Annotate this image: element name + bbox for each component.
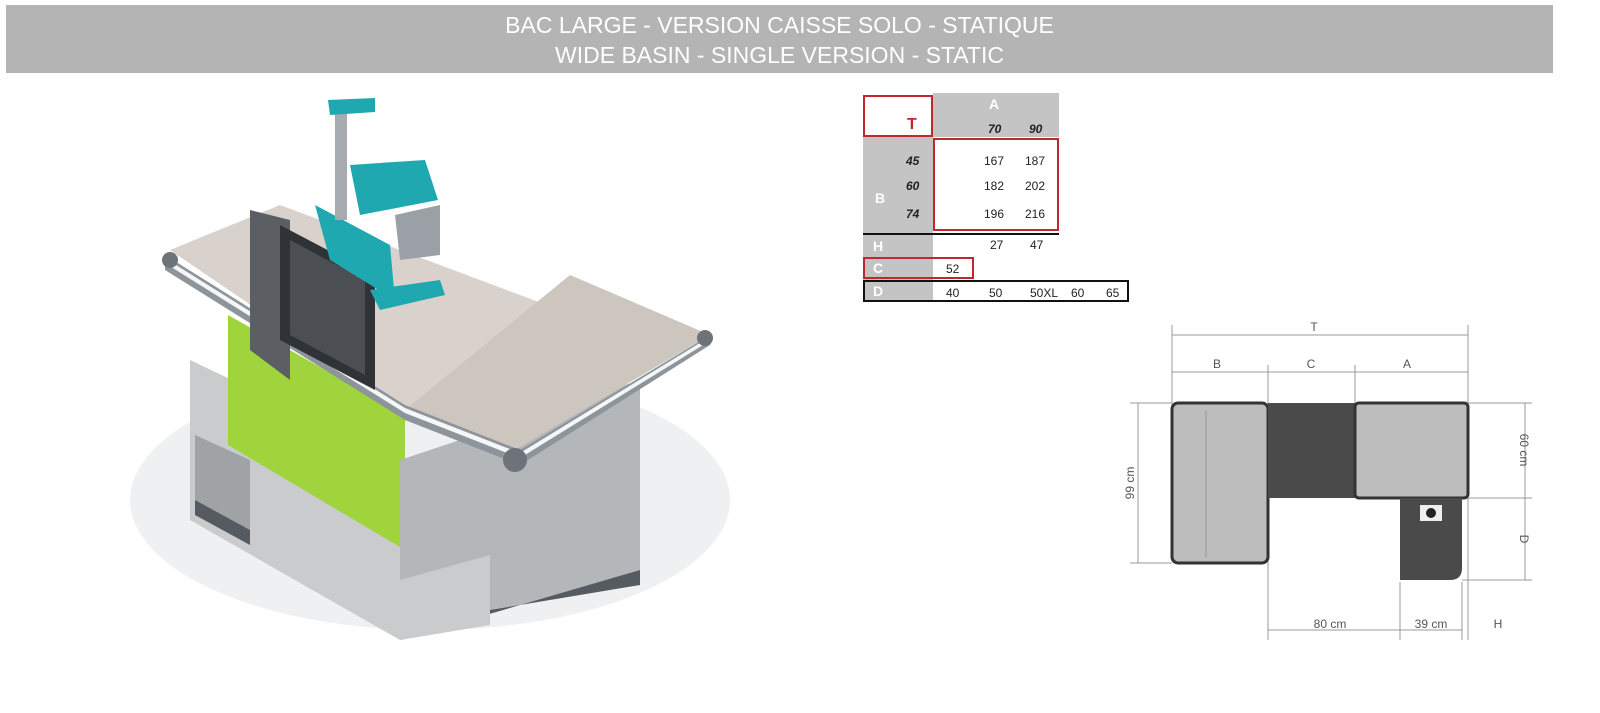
dim-bottom-left: 80 cm: [1314, 617, 1347, 631]
dim-c: C: [1307, 357, 1316, 371]
h-value: 27: [990, 238, 1004, 252]
checkout-counter-render: [130, 98, 730, 640]
title-en: WIDE BASIN - SINGLE VERSION - STATIC: [555, 42, 1004, 68]
a-value: 90: [1029, 122, 1043, 136]
h-label: H: [873, 238, 884, 254]
plan-diagram: T B C A 99 cm 60 cm D 80 cm 39 cm H: [1123, 320, 1532, 640]
d-row-box: [863, 280, 1129, 302]
t-corner-cell: [863, 95, 933, 137]
a-value: 70: [988, 122, 1002, 136]
d-label: D: [873, 283, 884, 299]
h-value: 47: [1030, 238, 1044, 252]
d-value: 50: [989, 286, 1003, 300]
t-label: T: [907, 116, 917, 133]
b-value: 60: [906, 179, 920, 193]
c-value: 52: [946, 262, 960, 276]
b-label: B: [875, 190, 886, 206]
page-header: BAC LARGE - VERSION CAISSE SOLO - STATIQ…: [6, 5, 1553, 73]
green-panel: [228, 315, 405, 550]
t-values-box: [933, 138, 1059, 231]
t-value: 216: [1025, 207, 1046, 221]
t-value: 167: [984, 154, 1005, 168]
b-value: 45: [906, 154, 920, 168]
dim-right-top: 60 cm: [1517, 434, 1531, 467]
c-label: C: [873, 260, 884, 276]
d-value: 50XL: [1030, 286, 1059, 300]
d-value: 40: [946, 286, 960, 300]
dim-depth: 99 cm: [1123, 467, 1137, 500]
dim-h: H: [1494, 617, 1503, 631]
dim-bottom-right: 39 cm: [1415, 617, 1448, 631]
c-row-box: [863, 257, 974, 279]
dim-d: D: [1517, 535, 1531, 544]
a-label: A: [989, 96, 1000, 112]
teal-chair: [315, 205, 395, 300]
d-value: 65: [1106, 286, 1120, 300]
d-value: 60: [1071, 286, 1085, 300]
title-fr: BAC LARGE - VERSION CAISSE SOLO - STATIQ…: [505, 12, 1054, 38]
dim-t: T: [1310, 320, 1318, 334]
b-value: 74: [906, 207, 920, 221]
t-value: 187: [1025, 154, 1046, 168]
t-value: 202: [1025, 179, 1046, 193]
t-value: 182: [984, 179, 1005, 193]
dim-b: B: [1213, 357, 1221, 371]
t-value: 196: [984, 207, 1005, 221]
dim-a: A: [1403, 357, 1411, 371]
